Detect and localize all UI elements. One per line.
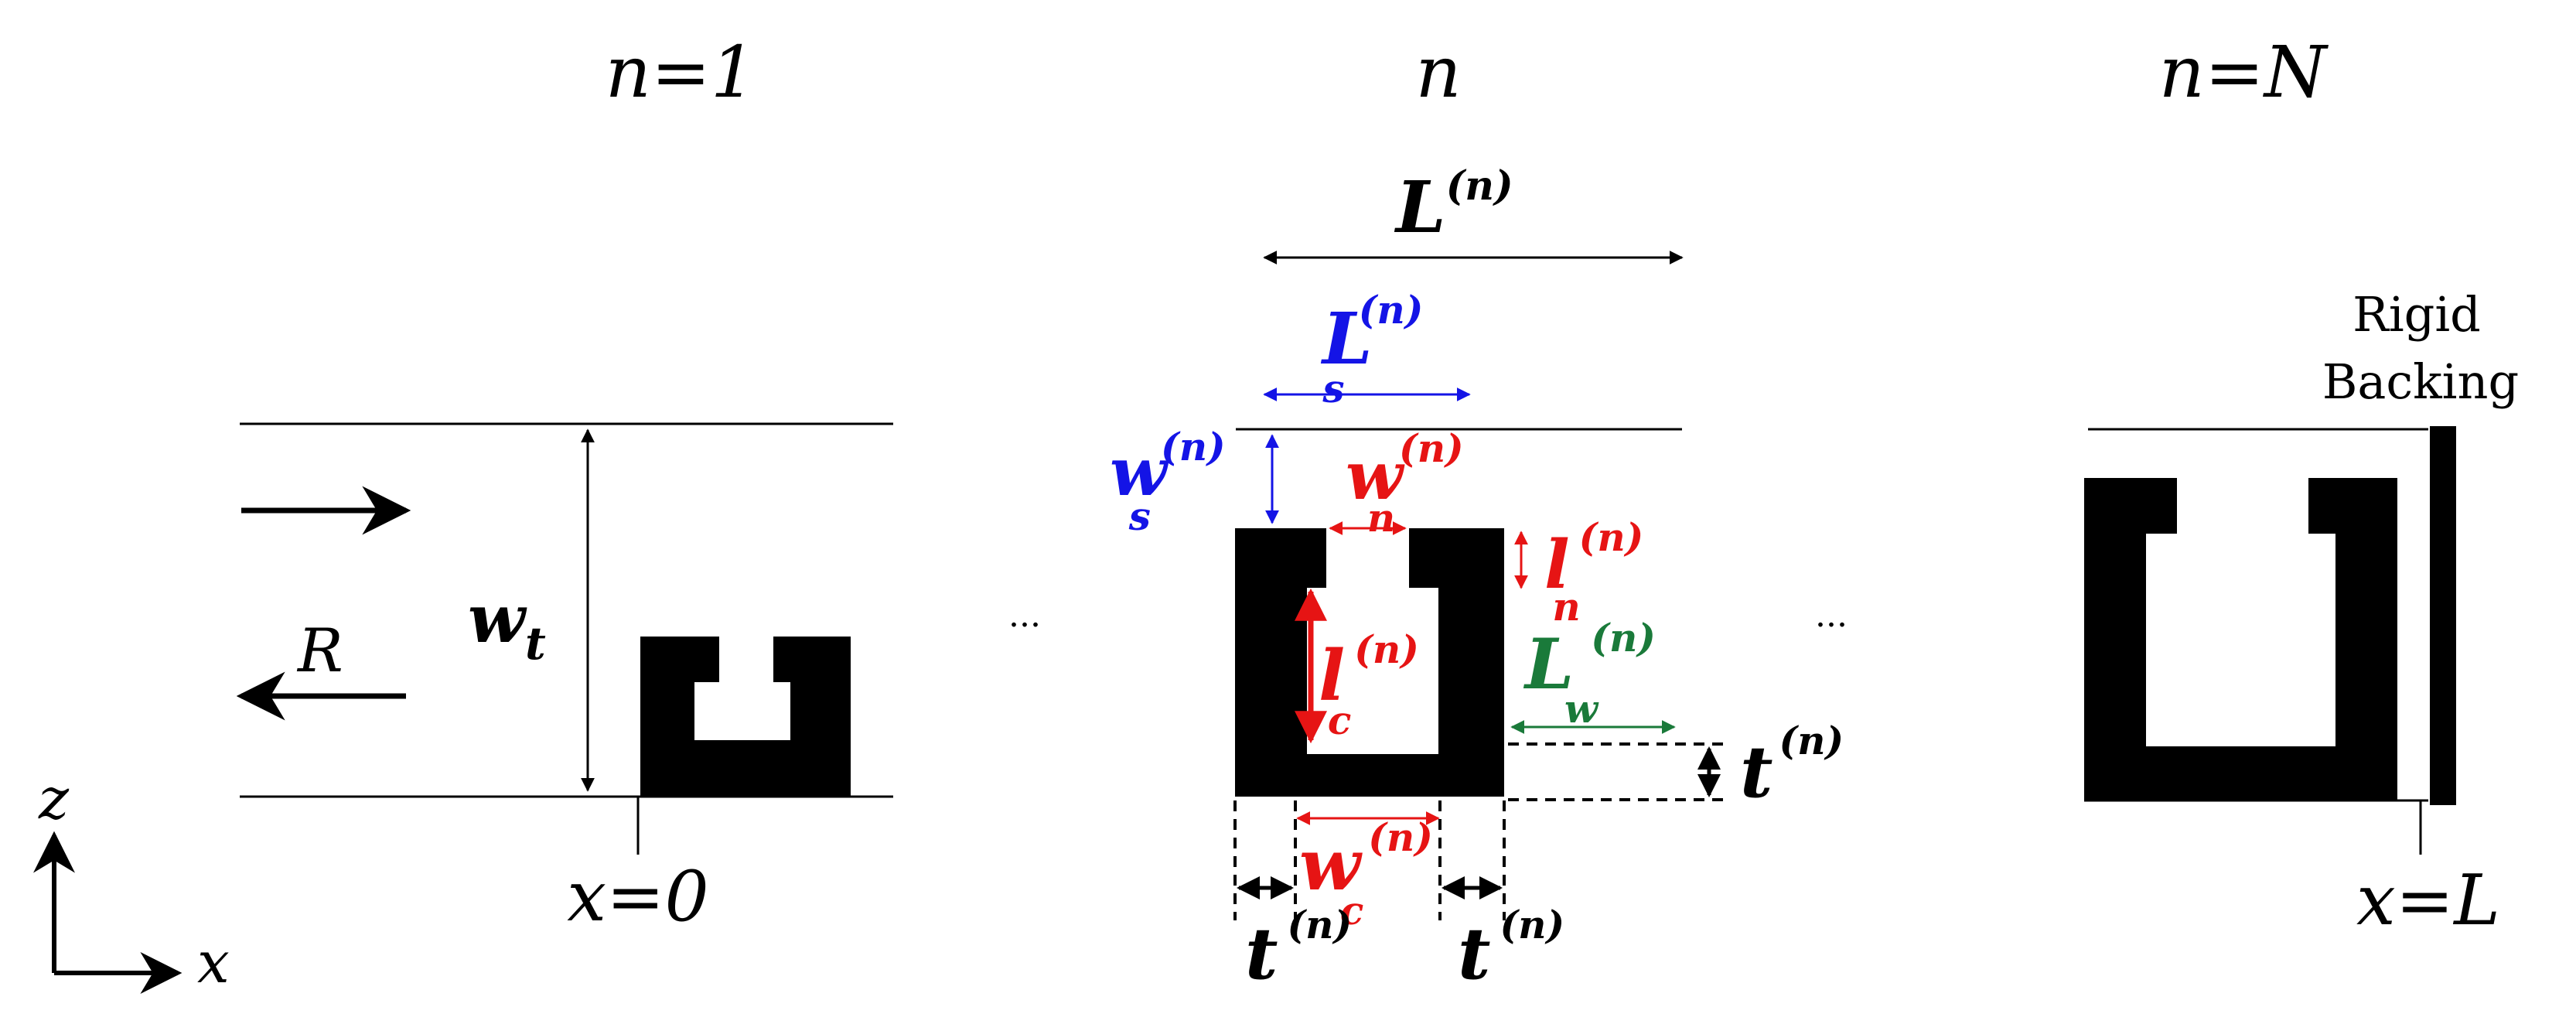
L-label: L(n) <box>1394 162 1513 249</box>
first-cell: R wt x=0 <box>236 422 893 937</box>
ws-label: w(n)s <box>1110 424 1226 539</box>
t-label-left: t(n) <box>1245 902 1352 995</box>
ellipsis-right: ... <box>1815 596 1848 635</box>
resonator-last <box>2084 478 2397 800</box>
backing-label-line2: Backing <box>2322 353 2519 410</box>
backing-label-line1: Rigid <box>2353 286 2481 343</box>
wn-label: w(n)n <box>1346 425 1464 541</box>
end-position-label: x=L <box>2356 860 2500 941</box>
t-label-bottom-right: t(n) <box>1458 902 1564 995</box>
middle-cell: L(n) L(n)s w(n)s w(n)n l(n)n l(n)c L(n)w… <box>1110 162 1844 995</box>
wc-label: w(n)c <box>1299 814 1433 934</box>
cell-first-index-label: n=1 <box>606 31 756 114</box>
x-axis-label: x <box>197 930 230 996</box>
Ls-label: L(n)s <box>1320 287 1423 411</box>
last-cell: Rigid Backing x=L <box>2084 286 2519 941</box>
cell-middle-index-label: n <box>1415 31 1461 114</box>
ln-label: l(n)n <box>1544 514 1643 630</box>
coordinate-axes: z x <box>33 766 230 996</box>
origin-position-label: x=0 <box>567 856 708 937</box>
wt-label: wt <box>468 580 546 670</box>
ellipsis-left: ... <box>1008 596 1041 635</box>
cell-last-index-label: n=N <box>2159 31 2329 114</box>
resonator-first <box>640 637 851 797</box>
rigid-backing <box>2430 426 2456 805</box>
lc-label: l(n)c <box>1319 626 1419 743</box>
reflection-label: R <box>296 616 343 686</box>
z-axis-label: z <box>38 766 70 832</box>
Lw-label: L(n)w <box>1523 615 1656 732</box>
t-label-right: t(n) <box>1740 718 1844 814</box>
